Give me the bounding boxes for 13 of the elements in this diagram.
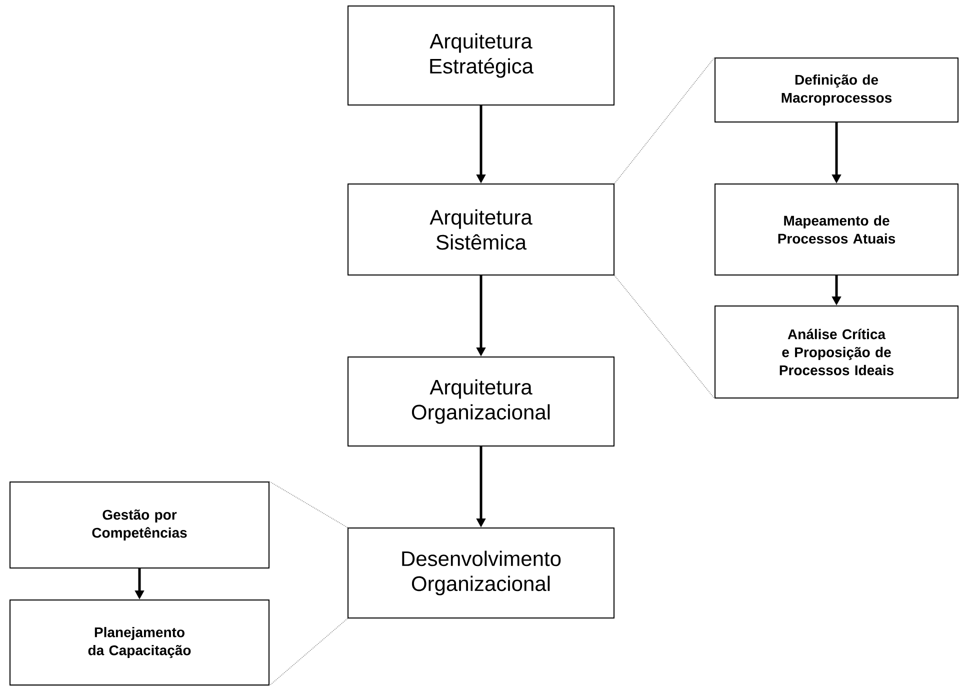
step-box: Gestão por Competências [10, 482, 270, 568]
step-box: Planejamento da Capacitação [10, 600, 270, 686]
process-box: Arquitetura Organizacional [348, 356, 614, 446]
process-box: Arquitetura Estratégica [348, 6, 614, 106]
process-box: Desenvolvimento Organizacional [348, 528, 614, 618]
step-box: Mapeamento de Processos Atuais [714, 184, 958, 276]
zoom-line [614, 57, 715, 184]
zoom-line [269, 481, 348, 528]
zoom-line [269, 618, 348, 686]
zoom-line [614, 275, 715, 399]
step-box: Definição de Macroprocessos [714, 58, 958, 122]
process-box: Arquitetura Sistêmica [348, 184, 614, 276]
step-box: Análise Crítica e Proposição de Processos Ideais [714, 306, 958, 398]
